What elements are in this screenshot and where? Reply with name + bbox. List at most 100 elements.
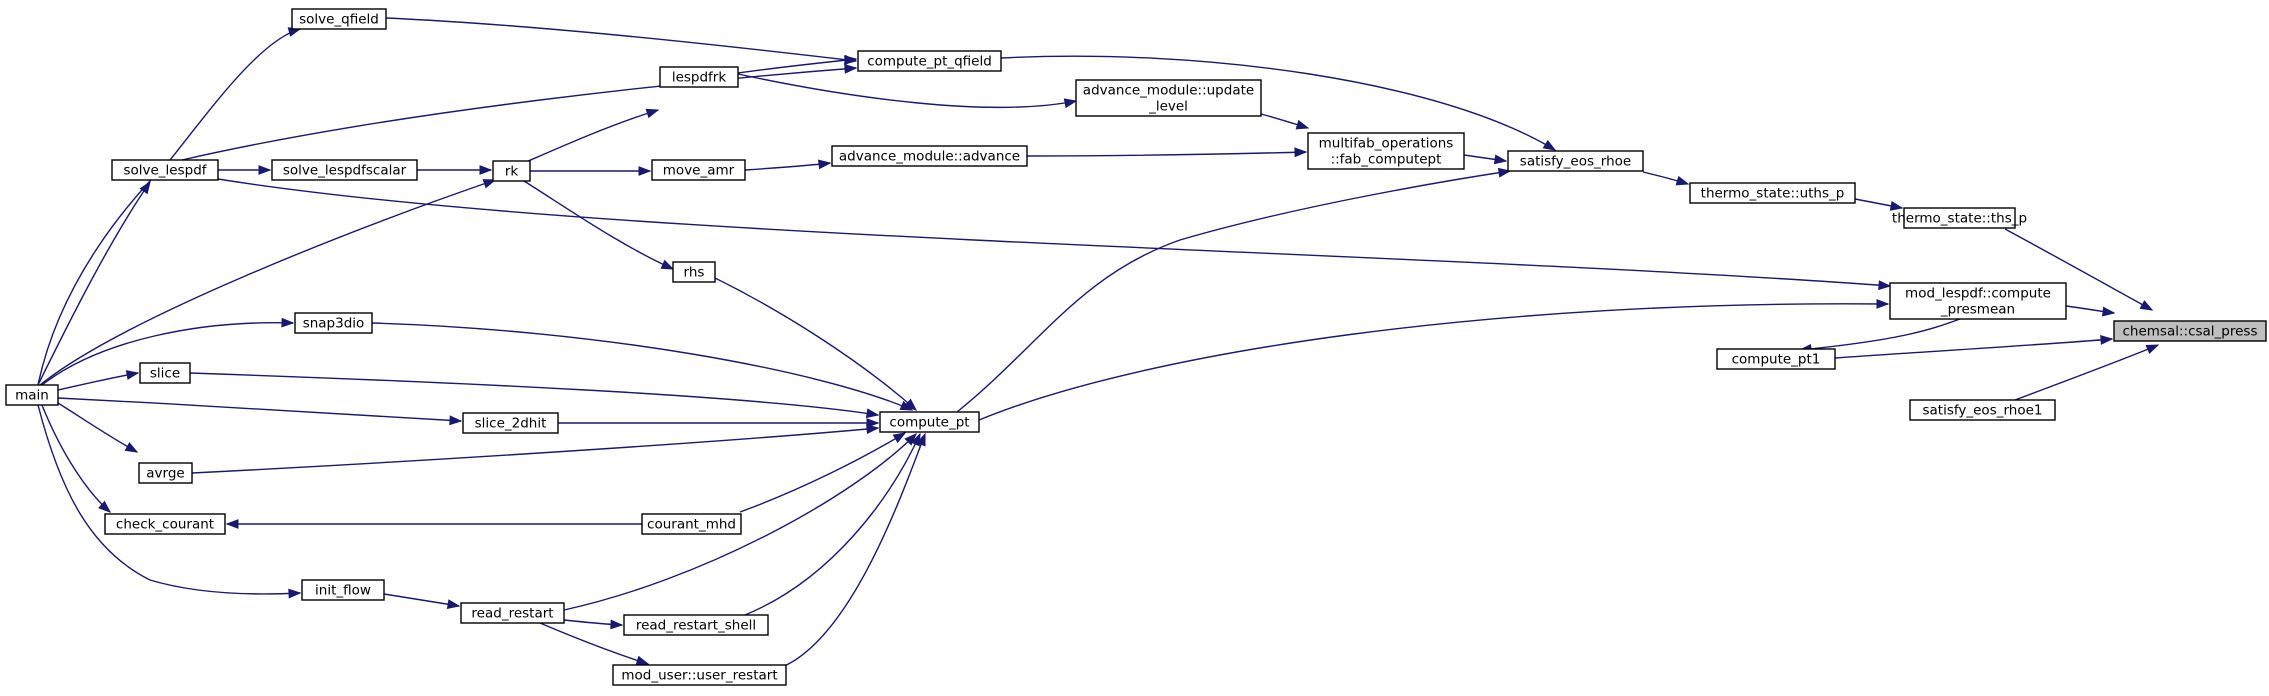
node-courant-mhd[interactable]: courant_mhd: [641, 513, 742, 535]
node-label: solve_lespdf: [123, 163, 207, 179]
arrowhead: [899, 400, 914, 411]
node-slice[interactable]: slice: [139, 362, 191, 384]
node-check-courant[interactable]: check_courant: [104, 513, 226, 535]
edge-slice-to-compute_pt: [189, 372, 880, 419]
arrowhead: [817, 159, 832, 170]
edge-ths_p-to-csal_press: [2004, 228, 2154, 311]
edge-line: [744, 162, 831, 171]
edge-line: [1000, 55, 1556, 151]
edge-solve_lespdfscalar-to-rk: [417, 165, 493, 175]
edge-line: [181, 67, 857, 161]
node-box: [623, 614, 769, 636]
node-label: compute_pt: [889, 415, 969, 431]
node-solve-lespdfscalar[interactable]: solve_lespdfscalar: [271, 159, 418, 181]
node-label: satisfy_eos_rhoe1: [1922, 403, 2042, 419]
edge-line: [57, 372, 139, 391]
edge-compute_pt1-to-csal_press: [1834, 335, 2114, 359]
node-ths-p[interactable]: thermo_state::ths_p: [1892, 207, 2027, 229]
arrowhead: [1878, 280, 1892, 291]
arrowhead: [1876, 298, 1890, 309]
node-fab-computept[interactable]: multifab_operations::fab_computept: [1307, 132, 1465, 170]
node-read-restart[interactable]: read_restart: [460, 602, 565, 624]
node-uths-p[interactable]: thermo_state::uths_p: [1689, 182, 1856, 204]
arrowhead: [866, 418, 880, 428]
node-label: _level: [1148, 99, 1188, 115]
edge-line: [37, 28, 301, 386]
edge-line: [41, 404, 111, 513]
node-init-flow[interactable]: init_flow: [301, 579, 385, 601]
node-rhs[interactable]: rhs: [672, 261, 716, 283]
edge-lespdfrk-to-compute_pt_qfield: [737, 55, 858, 74]
arrowhead: [916, 432, 926, 447]
edge-compute_pt-to-compute_presmean: [978, 298, 1890, 421]
node-box: [271, 159, 418, 181]
node-box: [612, 664, 787, 686]
edge-rk-to-lespdfrk: [525, 108, 660, 163]
node-satisfy-eos-rhoe1[interactable]: satisfy_eos_rhoe1: [1909, 399, 2056, 421]
node-compute-pt[interactable]: compute_pt: [879, 411, 980, 433]
node-solve-lespdf[interactable]: solve_lespdf: [111, 159, 219, 181]
edge-main-to-solve_qfield: [37, 27, 302, 386]
node-slice-2dhit[interactable]: slice_2dhit: [462, 412, 559, 434]
edge-rk-to-rhs: [523, 180, 675, 270]
node-label: check_courant: [116, 517, 214, 533]
node-box: [1075, 79, 1262, 117]
node-label: avrge: [146, 466, 184, 482]
arrowhead: [638, 166, 652, 176]
edge-main-to-snap3dio: [41, 317, 295, 386]
node-read-restart-shell[interactable]: read_restart_shell: [623, 614, 769, 636]
node-label: compute_pt_qfield: [867, 54, 992, 70]
arrowhead: [98, 500, 112, 513]
node-move-amr[interactable]: move_amr: [651, 159, 746, 181]
node-update-level[interactable]: advance_module::update_level: [1075, 79, 1262, 117]
arrowhead: [446, 599, 461, 609]
node-lespdfrk[interactable]: lespdfrk: [659, 66, 739, 88]
arrowhead: [844, 55, 858, 66]
node-box: [879, 411, 980, 433]
arrowhead: [1542, 139, 1557, 151]
arrowhead: [610, 619, 624, 630]
arrowhead: [225, 519, 239, 529]
node-box: [1689, 182, 1856, 204]
node-avrge[interactable]: avrge: [138, 462, 193, 484]
node-rk[interactable]: rk: [492, 160, 531, 182]
edge-line: [39, 179, 496, 386]
edge-init_flow-to-read_restart: [383, 593, 461, 609]
edge-slice_2dhit-to-compute_pt: [558, 418, 880, 428]
arrowhead: [1493, 154, 1508, 165]
node-label: rhs: [684, 265, 705, 281]
node-csal-press[interactable]: chemsal::csal_press: [2113, 320, 2267, 342]
arrowhead: [1063, 98, 1078, 109]
node-advance[interactable]: advance_module::advance: [831, 145, 1028, 167]
edge-line: [739, 432, 906, 513]
node-compute-presmean[interactable]: mod_lespdf::compute_presmean: [1889, 282, 2067, 320]
edge-line: [779, 433, 926, 669]
node-label: _presmean: [1940, 302, 2015, 318]
node-box: [1307, 132, 1465, 170]
node-box: [1889, 282, 2067, 320]
edge-line: [563, 433, 917, 611]
edge-line: [525, 109, 659, 163]
node-label: slice: [150, 366, 180, 382]
edge-fab_computept-to-satisfy_eos_rhoe: [1463, 154, 1508, 165]
arrowhead: [1295, 119, 1310, 130]
node-satisfy-eos-rhoe[interactable]: satisfy_eos_rhoe: [1507, 150, 1644, 172]
node-solve-qfield[interactable]: solve_qfield: [291, 8, 387, 30]
node-box: [111, 159, 219, 181]
arrowhead: [288, 588, 302, 599]
edge-main-to-slice: [57, 370, 140, 391]
edge-main-to-check_courant: [41, 404, 112, 513]
node-compute-pt1[interactable]: compute_pt1: [1716, 348, 1836, 370]
node-box: [5, 384, 59, 406]
node-user-restart[interactable]: mod_user::user_restart: [612, 664, 787, 686]
edge-line: [371, 322, 913, 411]
node-box: [1903, 207, 2016, 229]
edge-line: [978, 303, 1889, 421]
edge-move_amr-to-advance: [744, 159, 832, 171]
node-main[interactable]: main: [5, 384, 59, 406]
node-label: chemsal::csal_press: [2122, 324, 2257, 340]
node-compute-pt-qfield[interactable]: compute_pt_qfield: [857, 50, 1002, 72]
node-snap3dio[interactable]: snap3dio: [294, 312, 373, 334]
arrowhead: [449, 415, 463, 426]
